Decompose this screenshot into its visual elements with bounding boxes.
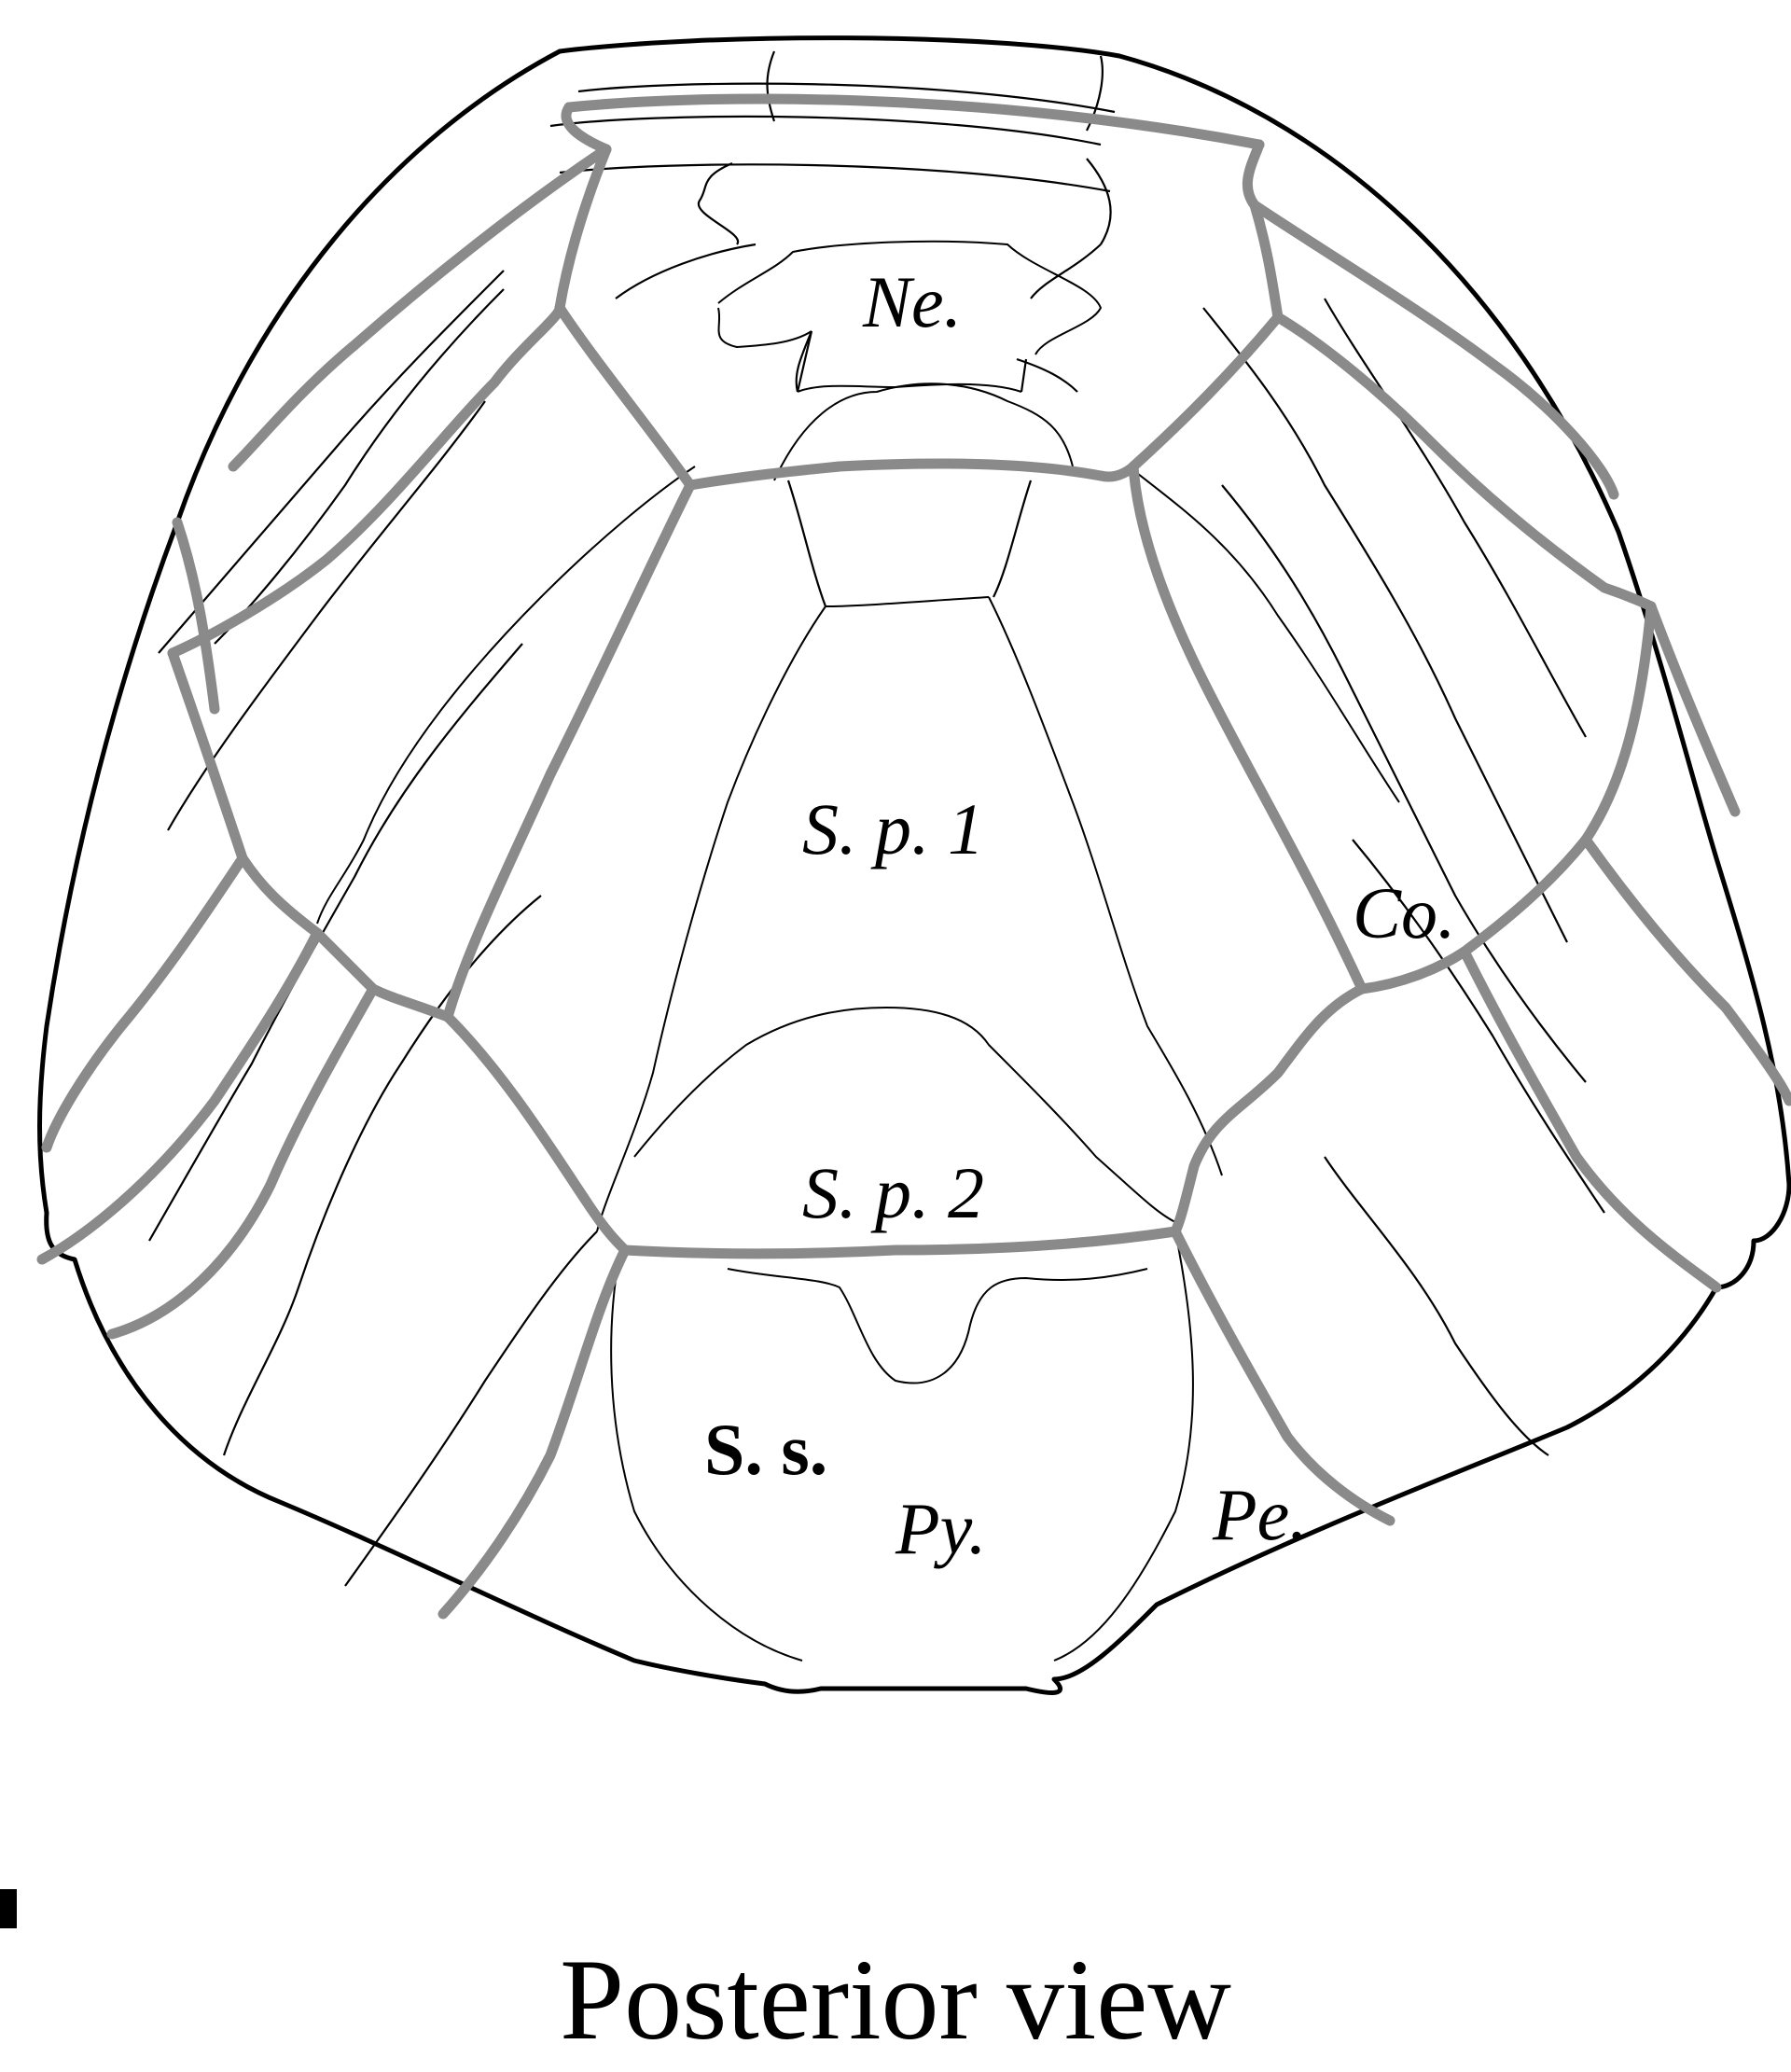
label-pygal: Py. bbox=[895, 1488, 986, 1569]
label-suprapygal-2: S. p. 2 bbox=[802, 1152, 984, 1233]
label-peripheral: Pe. bbox=[1212, 1474, 1308, 1555]
label-supracaudal-scute: S. s. bbox=[704, 1409, 827, 1490]
bone-sutures bbox=[148, 50, 1605, 1662]
label-nuchal: Ne. bbox=[862, 261, 962, 342]
figure-caption: Posterior view bbox=[560, 1936, 1231, 2064]
scute-sulci bbox=[36, 93, 1791, 1620]
label-suprapygal-1: S. p. 1 bbox=[802, 788, 984, 869]
label-costal: Co. bbox=[1353, 872, 1456, 953]
left-margin-mark bbox=[0, 1889, 17, 1928]
carapace-outline bbox=[37, 35, 1791, 1695]
